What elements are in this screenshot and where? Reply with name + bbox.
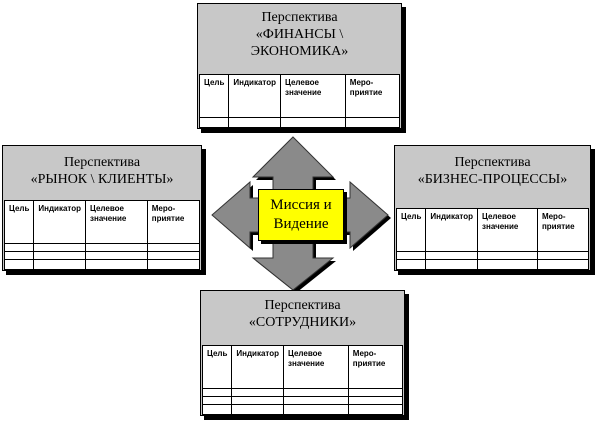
col-action: Меро-приятие xyxy=(344,74,401,118)
col-target-value: Целевое значение xyxy=(85,200,148,244)
perspective-name: «СОТРУДНИКИ» xyxy=(248,315,357,330)
perspective-staff-header: Перспектива «СОТРУДНИКИ» xyxy=(201,291,404,331)
perspective-name: «ФИНАНСЫ \ xyxy=(255,27,344,42)
perspective-finance: Перспектива «ФИНАНСЫ \ ЭКОНОМИКА» Цель И… xyxy=(197,3,402,129)
perspective-table: Цель Индикатор Целевое значение Меро-при… xyxy=(198,74,401,128)
perspective-table: Цель Индикатор Целевое значение Меро-при… xyxy=(201,345,404,415)
mission-vision-box: Миссия и Видение xyxy=(258,189,344,241)
col-target-value: Целевое значение xyxy=(280,74,346,118)
perspective-label: Перспектива xyxy=(454,155,531,170)
col-action: Меро-приятие xyxy=(347,345,404,389)
perspective-table: Цель Индикатор Целевое значение Меро-при… xyxy=(3,200,201,270)
col-goal: Цель xyxy=(3,200,35,244)
perspective-market-header: Перспектива «РЫНОК \ КЛИЕНТЫ» xyxy=(3,146,201,188)
col-goal: Цель xyxy=(395,208,427,252)
perspective-table: Цель Индикатор Целевое значение Меро-при… xyxy=(395,208,590,270)
perspective-label: Перспектива xyxy=(264,298,341,313)
mission-line1: Миссия и xyxy=(270,197,332,213)
col-indicator: Индикатор xyxy=(33,200,87,244)
col-goal: Цель xyxy=(201,345,233,389)
perspective-label: Перспектива xyxy=(261,10,338,25)
col-action: Меро-приятие xyxy=(536,208,590,252)
col-indicator: Индикатор xyxy=(228,74,282,118)
perspective-business-processes: Перспектива «БИЗНЕС-ПРОЦЕССЫ» Цель Индик… xyxy=(394,145,591,271)
col-indicator: Индикатор xyxy=(425,208,479,252)
perspective-name-line2: ЭКОНОМИКА» xyxy=(250,44,349,59)
perspective-business-header: Перспектива «БИЗНЕС-ПРОЦЕССЫ» xyxy=(395,146,590,188)
col-target-value: Целевое значение xyxy=(283,345,349,389)
col-indicator: Индикатор xyxy=(231,345,285,389)
col-goal: Цель xyxy=(198,74,230,118)
col-target-value: Целевое значение xyxy=(477,208,538,252)
col-action: Меро-приятие xyxy=(146,200,201,244)
perspective-finance-header: Перспектива «ФИНАНСЫ \ ЭКОНОМИКА» xyxy=(198,4,401,60)
perspective-staff: Перспектива «СОТРУДНИКИ» Цель Индикатор … xyxy=(200,290,405,416)
perspective-market: Перспектива «РЫНОК \ КЛИЕНТЫ» Цель Индик… xyxy=(2,145,202,271)
perspective-name: «БИЗНЕС-ПРОЦЕССЫ» xyxy=(417,172,568,187)
perspective-label: Перспектива xyxy=(63,155,141,170)
mission-line2: Видение xyxy=(273,216,329,232)
perspective-name: «РЫНОК \ КЛИЕНТЫ» xyxy=(30,172,174,187)
